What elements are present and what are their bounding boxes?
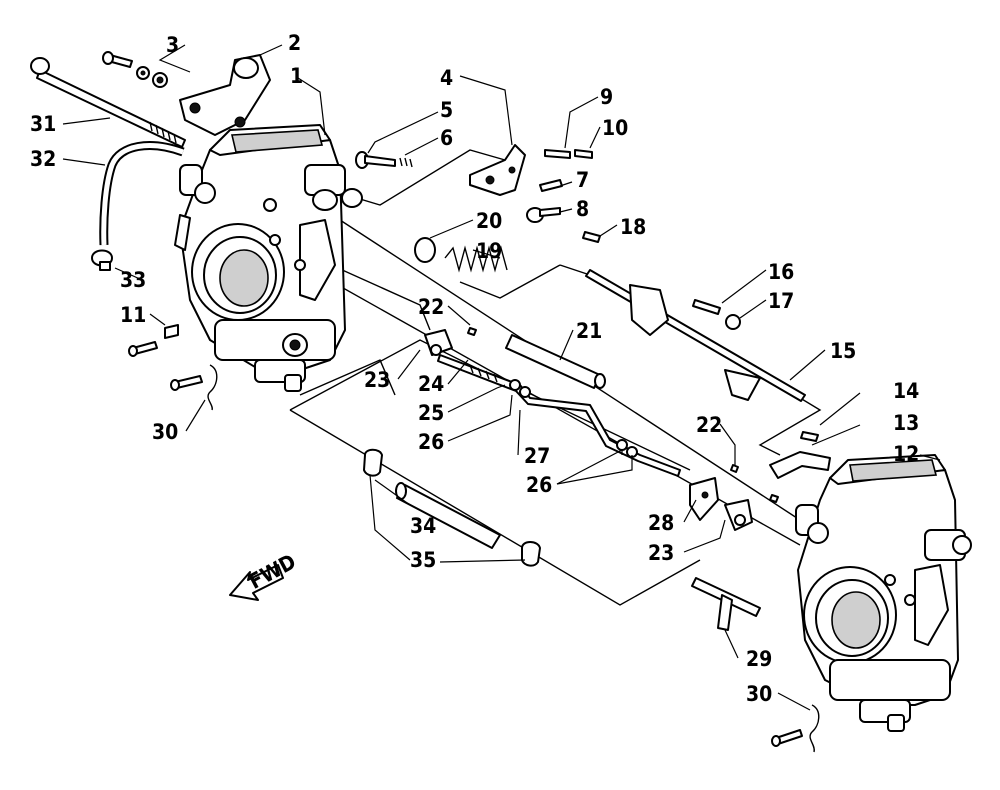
callout-30-right: 30 [746, 682, 772, 706]
callout-14: 14 [893, 379, 919, 403]
idle-screw [355, 149, 593, 223]
right-carburetor [795, 454, 972, 732]
callout-10: 10 [602, 116, 628, 140]
bracket-screws [102, 51, 168, 88]
swivel-connectors [424, 327, 779, 531]
callout-8: 8 [576, 197, 589, 221]
right-small-parts [771, 704, 820, 753]
left-carburetor [174, 124, 363, 392]
callout-20: 20 [476, 209, 502, 233]
callout-23-left: 23 [364, 368, 390, 392]
throttle-shaft [582, 231, 806, 402]
callout-7: 7 [576, 168, 589, 192]
callout-6: 6 [440, 126, 453, 150]
callout-22-left: 22 [418, 295, 444, 319]
callout-31: 31 [30, 112, 56, 136]
callout-1: 1 [290, 64, 303, 88]
callout-24: 24 [418, 372, 444, 396]
right-bracket [769, 431, 831, 479]
fwd-arrow-icon: FWD [229, 550, 300, 601]
leader-lines [62, 44, 941, 711]
callout-28: 28 [648, 511, 674, 535]
callout-9: 9 [600, 85, 613, 109]
callout-13: 13 [893, 411, 919, 435]
callout-25: 25 [418, 401, 444, 425]
callout-34: 34 [410, 514, 436, 538]
callout-33: 33 [120, 268, 146, 292]
callout-numbers: 1 2 3 4 5 6 7 8 9 10 11 12 13 14 15 16 1… [30, 31, 919, 706]
callout-30-left: 30 [152, 420, 178, 444]
callout-32: 32 [30, 147, 56, 171]
callout-4: 4 [440, 66, 453, 90]
callout-17: 17 [768, 289, 794, 313]
callout-21: 21 [576, 319, 602, 343]
link-rod [437, 354, 681, 477]
throttle-stop-bracket [469, 144, 526, 196]
callout-22-right: 22 [696, 413, 722, 437]
callout-27: 27 [524, 444, 550, 468]
vent-hose [99, 141, 185, 246]
spring [414, 237, 508, 273]
callout-3: 3 [166, 33, 179, 57]
callout-2: 2 [288, 31, 301, 55]
t-fitting [691, 577, 761, 631]
fwd-label: FWD [245, 550, 300, 594]
callout-29: 29 [746, 647, 772, 671]
sleeve [505, 334, 606, 389]
cable-bracket [179, 54, 271, 136]
callout-26-right: 26 [526, 473, 552, 497]
callout-18: 18 [620, 215, 646, 239]
callout-5: 5 [440, 98, 453, 122]
callout-23-right: 23 [648, 541, 674, 565]
hose-clamp [91, 249, 113, 271]
callout-16: 16 [768, 260, 794, 284]
callout-35: 35 [410, 548, 436, 572]
fuel-hose [363, 448, 541, 567]
callout-15: 15 [830, 339, 856, 363]
callout-19: 19 [476, 239, 502, 263]
callout-26-left: 26 [418, 430, 444, 454]
left-small-parts [128, 324, 218, 411]
callout-12: 12 [893, 442, 919, 466]
callout-11: 11 [120, 303, 146, 327]
